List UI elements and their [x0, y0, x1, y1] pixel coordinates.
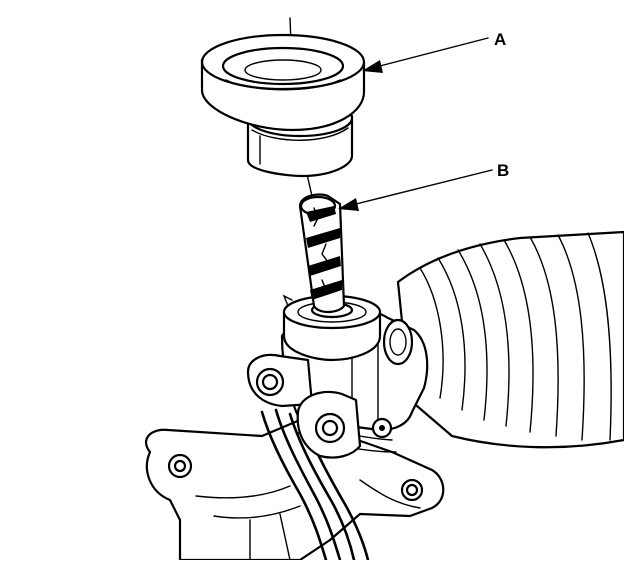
seal-installer	[200, 33, 366, 178]
mounting-bracket	[144, 418, 445, 562]
leader-arrow-b	[338, 169, 493, 211]
leader-arrow-a	[362, 37, 489, 73]
left-port	[246, 353, 314, 408]
callout-label-b: B	[497, 161, 510, 180]
pinion-shaft	[298, 193, 346, 314]
front-port	[296, 390, 362, 459]
rack-boot	[396, 230, 624, 449]
callout-label-a: A	[494, 30, 507, 49]
